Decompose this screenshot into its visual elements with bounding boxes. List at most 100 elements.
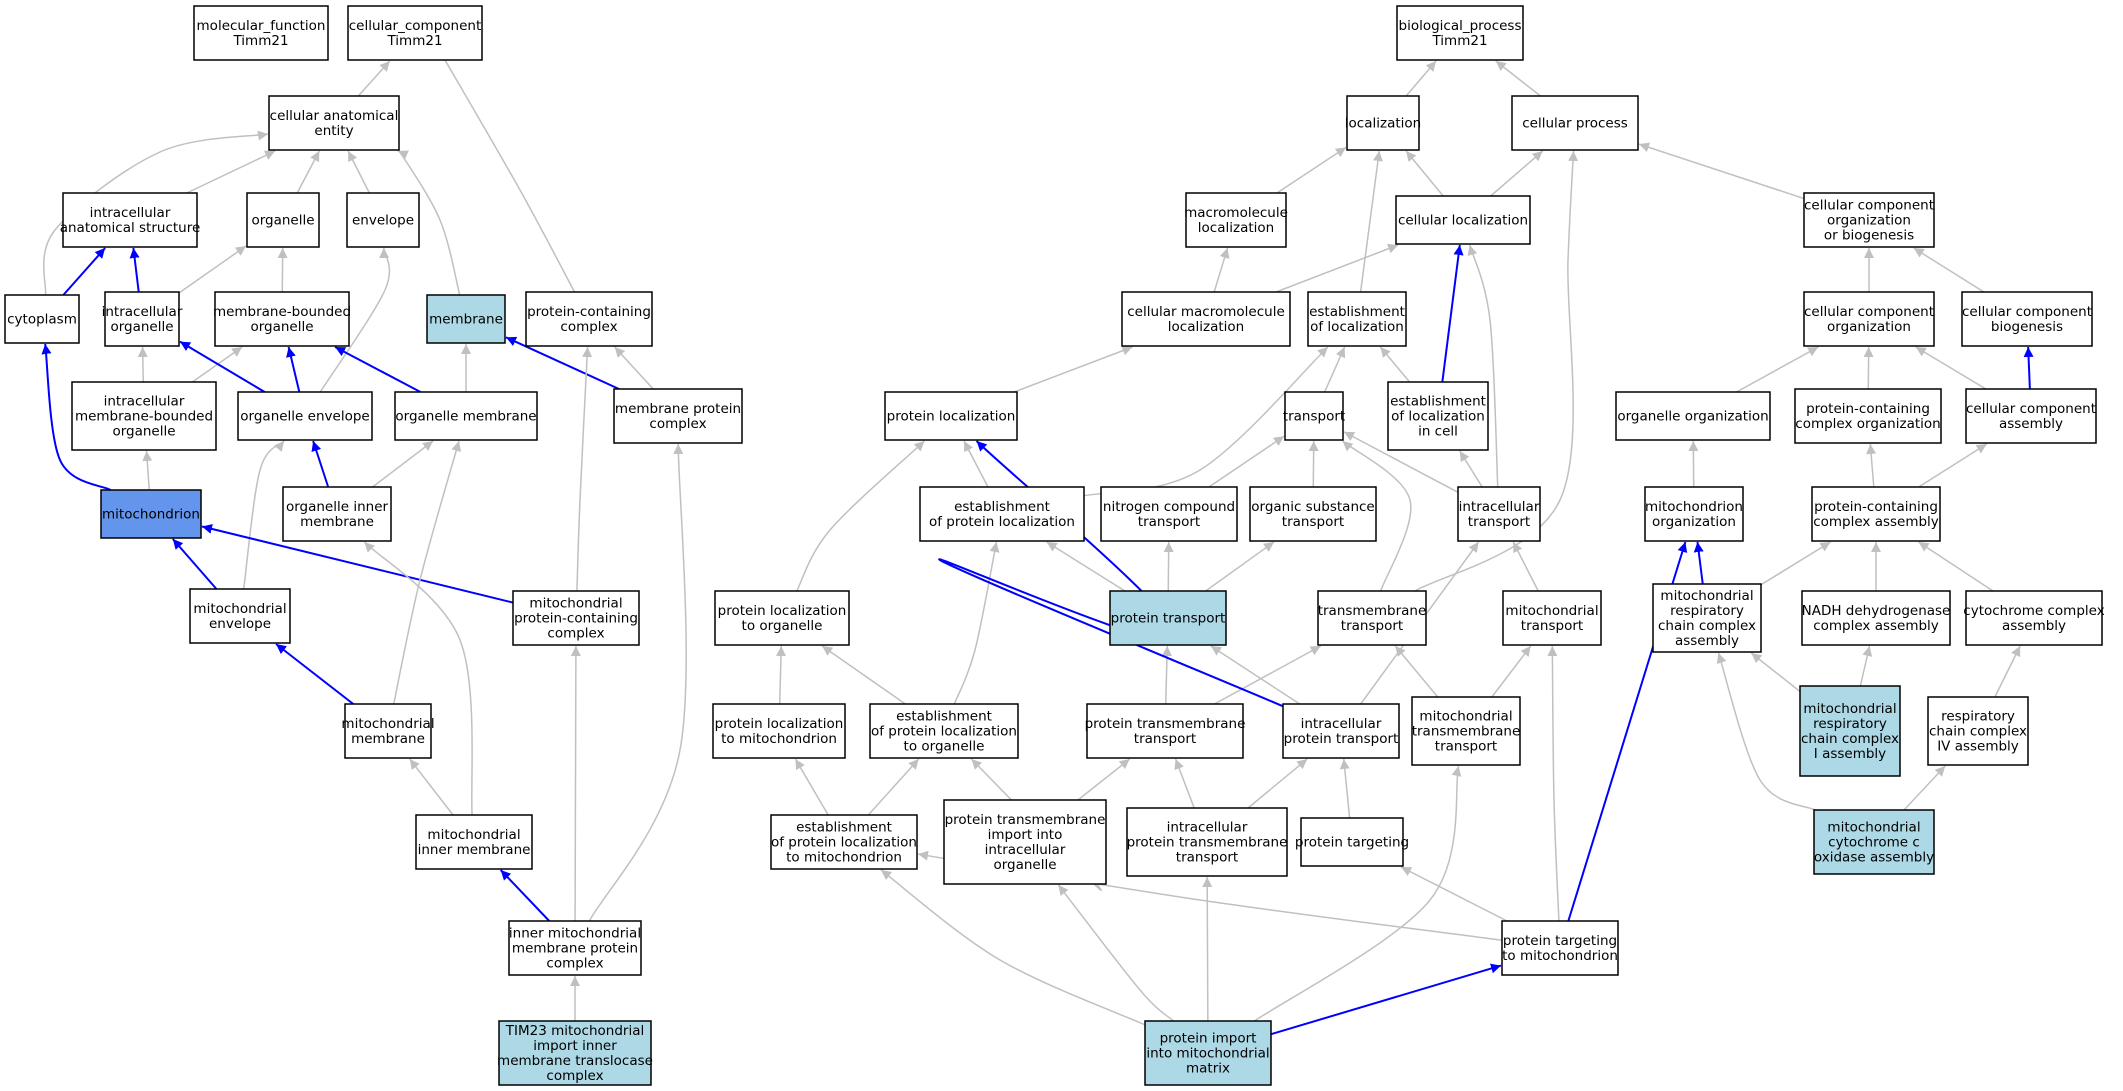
part-of-edge-oim-to-org_env: [311, 440, 330, 488]
node-label-line: protein localization: [887, 409, 1016, 425]
is-a-edge-rcc4-to-cyt_cx: [1994, 645, 2021, 698]
node-label-line: protein localization: [718, 603, 847, 619]
is-a-edge-pcc_assembly-to-cc_assembly: [1918, 443, 1988, 488]
is-a-edge-imm_pc-to-mpcc: [570, 645, 581, 922]
is-a-edge-mtm_transport-to-mito_transport: [1491, 645, 1532, 698]
is-a-edge-nc_transport-to-transport: [1208, 435, 1285, 488]
node-box: [1502, 590, 1602, 646]
go-term-node-mito[interactable]: mitochondrion: [100, 489, 202, 539]
edges-layer: [41, 50, 2034, 1036]
go-term-node-cytoplasm[interactable]: cytoplasm: [4, 294, 80, 344]
node-box: [1249, 486, 1377, 542]
part-of-edge-org_env-to-mb_org: [286, 346, 301, 393]
node-box: [1644, 486, 1744, 542]
node-label-line: cellular localization: [1398, 213, 1528, 229]
is-a-edge-ias-to-cae: [186, 150, 276, 194]
go-term-node-envelope[interactable]: envelope: [346, 192, 420, 248]
go-term-node-cell-loc[interactable]: cellular localization: [1395, 195, 1531, 245]
go-term-node-localization[interactable]: localization: [1345, 95, 1421, 151]
is-a-edge-cc_bio-to-cc_org_bio: [1913, 247, 1985, 293]
go-term-node-cell-proc[interactable]: cellular process: [1511, 95, 1639, 151]
go-term-node-prot-transport[interactable]: protein transport: [1109, 590, 1227, 646]
is-a-edge-mim-to-oim: [363, 541, 473, 816]
part-of-edge-est_loc_cell-to-cell_loc: [1441, 244, 1464, 383]
node-label-line: transport: [1341, 618, 1403, 634]
is-a-edge-cell_loc-to-localization: [1405, 150, 1444, 197]
node-label-line: protein transmembrane: [945, 812, 1106, 828]
go-term-node-prot-targeting[interactable]: protein targeting: [1295, 817, 1409, 867]
node-label-line: into mitochondrial: [1146, 1046, 1269, 1062]
go-term-node-org-env[interactable]: organelle envelope: [237, 391, 373, 441]
node-label-line: protein import: [1160, 1031, 1257, 1047]
go-term-node-org-mem[interactable]: organelle membrane: [394, 391, 538, 441]
node-box: [1652, 583, 1762, 653]
node-label-line: macromolecule: [1184, 205, 1288, 221]
go-term-node-transport[interactable]: transport: [1283, 391, 1345, 441]
go-term-node-prot-loc[interactable]: protein localization: [884, 391, 1018, 441]
node-box: [1396, 5, 1524, 61]
is-a-edge-ic_ptm_transport-to-ic_prot_transport: [1247, 758, 1308, 809]
node-label-line: NADH dehydrogenase: [1802, 603, 1951, 619]
go-term-node-org-org[interactable]: organelle organization: [1615, 391, 1771, 441]
node-label-line: intracellular: [104, 394, 185, 410]
is-a-edge-prot_transport-to-os_transport: [1205, 541, 1275, 592]
node-label-line: membrane protein: [615, 401, 741, 417]
node-label-line: biological_process: [1399, 18, 1522, 34]
go-term-node-organelle[interactable]: organelle: [246, 192, 320, 248]
node-label-line: intracellular: [985, 842, 1066, 858]
node-label-line: protein transmembrane: [1085, 716, 1246, 732]
go-term-node-membrane[interactable]: membrane: [426, 294, 506, 344]
